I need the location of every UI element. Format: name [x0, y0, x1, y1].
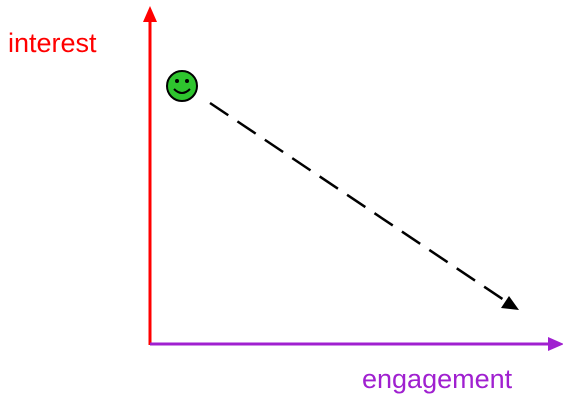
trend-dashed-line: [209, 101, 508, 304]
face-circle: [166, 70, 198, 102]
right-eye: [185, 79, 189, 83]
smile: [173, 88, 191, 94]
smiley-face-icon: [166, 70, 198, 102]
y-axis-arrowhead: [143, 6, 157, 22]
y-axis: [143, 6, 157, 345]
x-axis: [150, 337, 563, 351]
trend-arrow: [209, 101, 519, 310]
trend-arrowhead: [501, 296, 519, 310]
left-eye: [175, 79, 179, 83]
x-axis-label: engagement: [362, 364, 513, 394]
x-axis-arrowhead: [548, 337, 563, 351]
y-axis-label: interest: [8, 28, 97, 58]
